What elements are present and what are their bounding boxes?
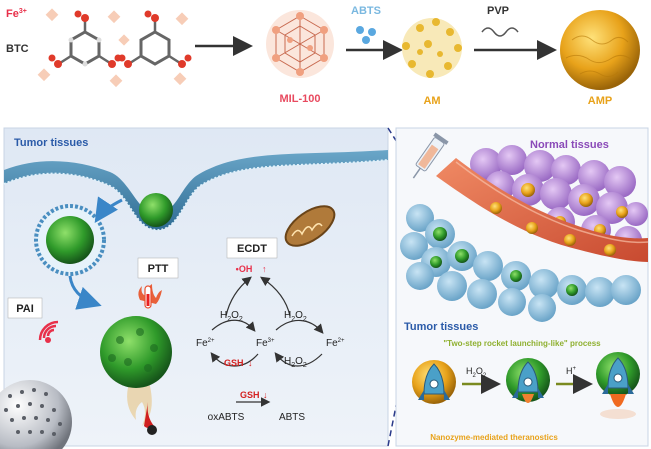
abts-product-label: ABTS (279, 412, 305, 423)
oxabts-label: oxABTS (208, 412, 245, 423)
theranostics-footer: Nanozyme-mediated theranostics (430, 433, 558, 442)
ecdt-label: ECDT (237, 243, 267, 255)
mil-100-framework (266, 10, 334, 78)
synthesis-row: Fe3+ BTC (6, 5, 640, 107)
oh-up-arrow: ↑ (262, 264, 267, 274)
endocytosed-amp (139, 193, 173, 227)
ptt-label: PTT (148, 263, 169, 275)
btc-label: BTC (6, 43, 29, 55)
abts-label: ABTS (351, 5, 381, 17)
fe-label: Fe3+ (6, 8, 27, 20)
oh-label: •OH (236, 264, 253, 274)
svg-text:↓: ↓ (263, 390, 268, 400)
pvp-label: PVP (487, 5, 509, 17)
pai-label: PAI (16, 303, 34, 315)
amp-label: AMP (588, 95, 612, 107)
pvp-chain-icon (482, 28, 518, 36)
rocket-caption: "Two-step rocket launching-like" process (443, 339, 601, 348)
tumor-tissue-panel: Tumor tissues ECDT •OH ↑ PTT PAI (0, 128, 388, 449)
mil-100-label: MIL-100 (280, 93, 321, 105)
gsh-label-1: GSH (224, 358, 244, 368)
amp-particle (560, 10, 640, 90)
tumor-panel-title: Tumor tissues (14, 137, 88, 149)
gsh-label-2: GSH (240, 390, 260, 400)
abts-dots (356, 26, 376, 44)
am-particle (402, 18, 462, 78)
svg-text:↓: ↓ (248, 358, 253, 368)
rocket-stage-1 (412, 360, 456, 404)
tumor-subtitle: Tumor tissues (404, 321, 478, 333)
fe-ions (38, 8, 189, 87)
normal-panel-title: Normal tissues (530, 139, 609, 151)
amp-in-endosome (46, 216, 94, 264)
normal-tissue-panel: Normal tissues (396, 128, 648, 446)
am-label: AM (423, 95, 440, 107)
